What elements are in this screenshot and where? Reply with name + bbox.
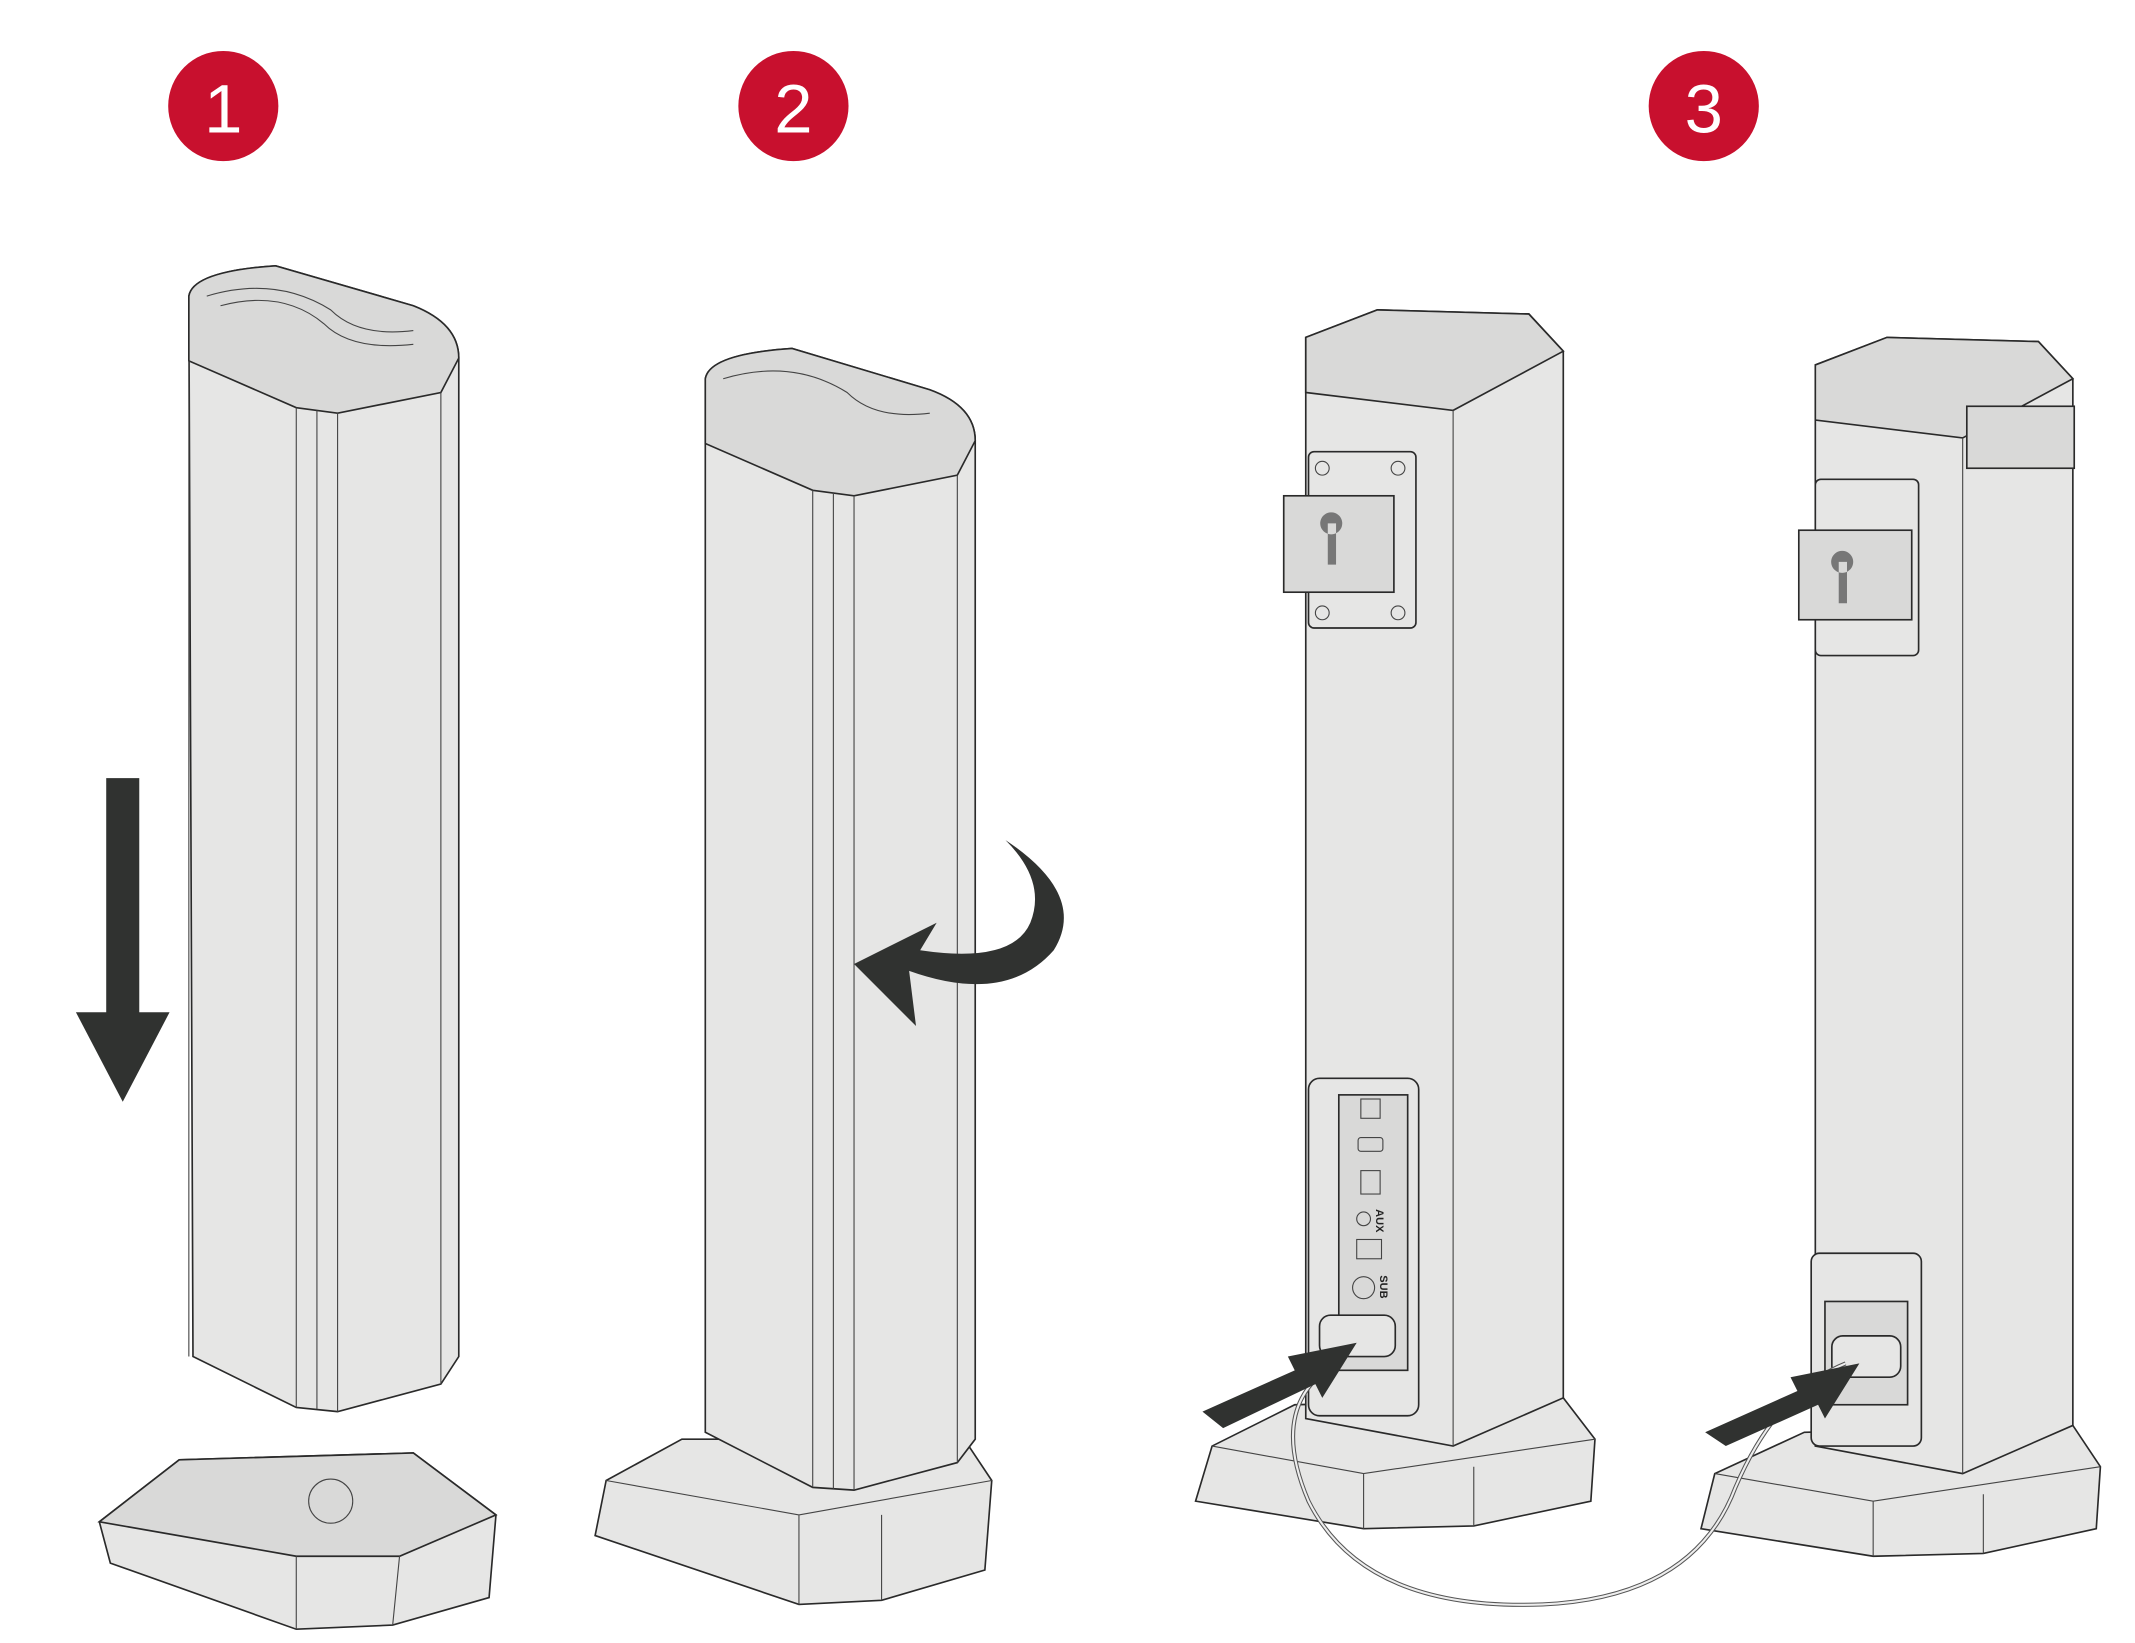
speaker-tower-step-1 [188, 264, 460, 1413]
cable-plug-left [1318, 1314, 1397, 1358]
step-3-number: 3 [1685, 70, 1723, 147]
speaker-tower-step-3-right [1797, 336, 2076, 1475]
port-panel: AUX SUB [1307, 1077, 1420, 1417]
speaker-tower-step-2 [704, 347, 977, 1491]
sub-label: SUB [1377, 1275, 1389, 1298]
hdmi-port [1357, 1137, 1384, 1152]
speaker-tower-step-3-left: AUX SUB [1282, 309, 1565, 1447]
step-2-badge: 2 [738, 50, 849, 162]
wall-mount-bracket [1282, 450, 1417, 629]
optical-port [1360, 1170, 1381, 1195]
wall-mount-bracket-right [1797, 478, 1920, 657]
usb-port [1356, 1238, 1383, 1260]
base-step-1 [97, 1452, 498, 1631]
down-arrow-icon [75, 778, 170, 1102]
sub-port [1352, 1276, 1376, 1300]
insert-arrow-right-icon [1705, 1363, 1860, 1447]
insert-arrow-left-icon [1202, 1342, 1357, 1429]
aux-port [1356, 1211, 1372, 1227]
step-3-badge: 3 [1648, 50, 1759, 162]
sub-input-panel [1810, 1252, 1923, 1447]
aux-label: AUX [1373, 1209, 1385, 1233]
step-1-number: 1 [204, 70, 242, 147]
rotate-arrow-icon [854, 840, 1064, 1027]
step-2-number: 2 [774, 70, 812, 147]
dc-power-port [1360, 1098, 1381, 1119]
base-step-3-left [1194, 1397, 1596, 1530]
step-1-badge: 1 [168, 50, 279, 162]
base-step-3-right [1699, 1424, 2102, 1558]
